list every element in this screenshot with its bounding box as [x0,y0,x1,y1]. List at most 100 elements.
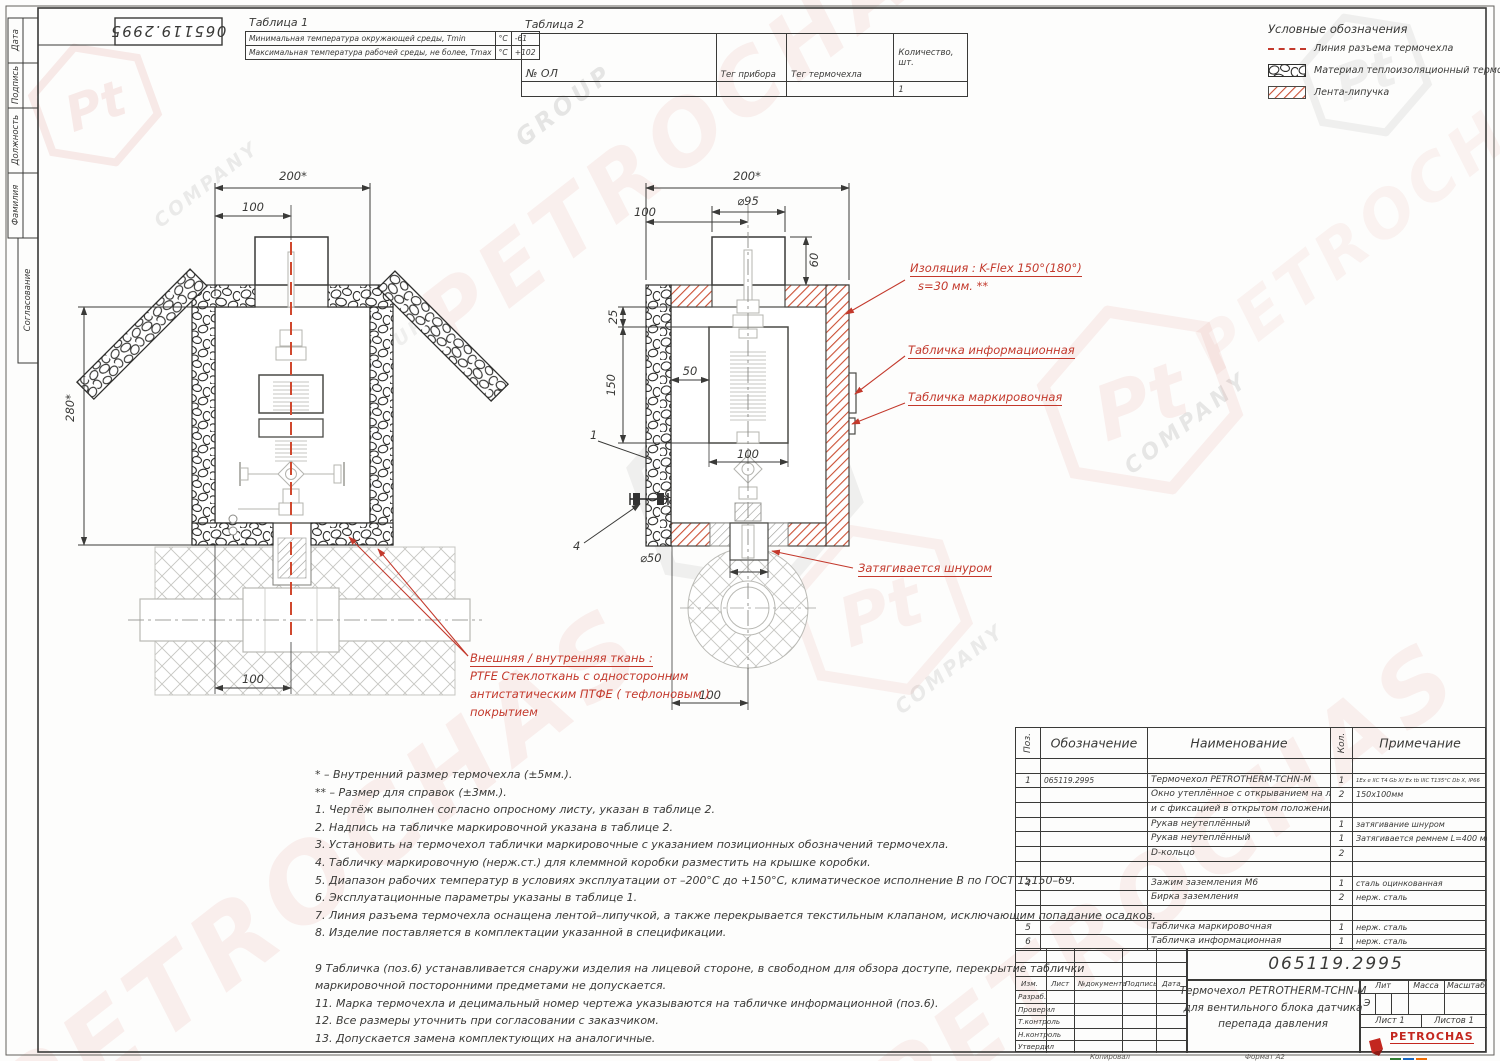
table2-col-qty: Количество, шт. [893,33,968,82]
bom-header: Поз. Обозначение Наименование Кол. Приме… [1016,728,1485,759]
legend-title: Условные обозначения [1268,22,1408,36]
table1-row: Минимальная температура окружающей среды… [245,31,540,46]
table2-col-ol: № ОЛ [521,33,717,82]
bom-row: Рукав неутеплённый 1 Затягивается ремнем… [1016,832,1487,848]
dim-100-side-top: 100 [634,205,656,219]
table1-param: Максимальная температура рабочей среды, … [245,45,496,60]
tb-lit-label: Лит [1375,981,1391,990]
legend-item: Материал теплоизоляционный термочехла [1268,64,1500,77]
grounding-clamp [629,493,669,505]
legend-item: Лента-липучка [1268,86,1483,99]
footer-copy: Копировал [1090,1053,1130,1061]
table2: Таблица 2 № ОЛ Тег прибора Тег термочехл… [521,18,968,97]
side-view [583,183,857,710]
tb-col-ndoc: №документа [1078,979,1127,988]
table2-col-cover-tag: Тег термочехла [786,33,895,82]
bom-row: 1 065119.2995 Термочехол PETROTHERM-TCHN… [1016,773,1485,789]
stamp-box [38,17,223,46]
velcro-swatch [1268,86,1306,99]
bom-col-note: Примечание [1379,735,1461,751]
side-label-sign: Подпись [11,65,21,105]
tb-doc-number: 065119.2995 [1268,954,1404,974]
note-line: 4. Табличку маркировочную (нерж.ст.) для… [315,855,871,869]
tb-col-izm: Изм. [1021,979,1038,988]
tb-scale-label: Масштаб [1446,981,1486,990]
table2-title: Таблица 2 [525,18,585,31]
note-line: 5. Диапазон рабочих температур в условия… [315,873,1076,887]
callout-4: 4 [573,539,581,553]
fabric-note-line1: Внешняя / внутренняя ткань : [470,651,653,667]
annotation-info-plate: Табличка информационная [908,343,1075,359]
note-line: 3. Установить на термочехол таблички мар… [315,838,949,852]
table2-cell [521,81,717,97]
legend-label: Материал теплоизоляционный термочехла [1314,65,1500,76]
legend-item: Линия разъема термочехла [1268,42,1483,55]
table2-cell [786,81,895,97]
title-block: Изм. Лист №документа Подпись Дата Разраб… [1015,948,1487,1060]
table2-cell [715,81,788,97]
tb-row-ncontrol: Н.контроль [1018,1030,1062,1039]
tb-col-list: Лист [1051,979,1070,988]
bom-row: 4 Зажим заземления М6 1 сталь оцинкованн… [1016,876,1485,892]
note-line: * – Внутренний размер термочехла (±5мм.)… [315,768,573,781]
watermark-pt-hexagon: Pt [1036,305,1244,495]
table1: Таблица 1 Минимальная температура окружа… [245,16,540,60]
bom-col-name: Наименование [1190,735,1288,751]
dim-150-side: 150 [604,374,618,396]
petrochas-logo: PETROCHAS [1366,1030,1474,1061]
dim-100-front-top: 100 [242,200,264,214]
tb-sheet: Лист 1 [1375,1016,1405,1026]
dim-200-side: 200* [733,169,761,183]
annotation-marking-plate: Табличка маркировочная [908,390,1063,406]
table1-title: Таблица 1 [249,16,309,29]
bom-row: 6 Табличка информационная 1 нерж. сталь [1016,935,1485,950]
note-line: 13. Допускается замена комплектующих на … [315,1031,656,1045]
petrochas-logo-icon [1369,1038,1383,1056]
note-line: маркировочной посторонними предметами не… [315,979,667,993]
tb-row-tcontrol: Т.контроль [1018,1017,1061,1026]
dim-280-front: 280* [63,394,77,422]
table1-unit: °C [494,45,512,60]
side-label-approval: Согласование [23,268,33,332]
red-leaders [348,279,906,657]
table1-unit: °C [494,31,512,46]
dim-100-window: 100 [737,447,759,461]
note-line: ** – Размер для справок (±3мм.). [315,785,507,799]
petrochas-logo-text: PETROCHAS [1390,1030,1474,1044]
table2-col-device-tag: Тег прибора [715,33,788,82]
bom-row: и с фиксацией в открытом положении [1016,803,1485,818]
side-label-date: Дата [11,28,21,52]
bom-rows: 1 065119.2995 Термочехол PETROTHERM-TCHN… [1016,759,1487,950]
tb-col-sign: Подпись [1125,979,1158,988]
dim-50-side: 50 [682,364,698,378]
tb-row-check: Проверил [1018,1005,1055,1014]
side-strip [7,17,39,364]
tb-row-dev: Разраб. [1018,992,1047,1001]
legend-label: Лента-липучка [1314,87,1390,98]
split-line-swatch [1268,42,1306,55]
logo-bar-orange [1416,1058,1427,1060]
bom-table: Поз. Обозначение Наименование Кол. Приме… [1015,727,1487,951]
footer-format: Формат А2 [1245,1053,1285,1061]
bom-row: 5 Табличка маркировочная 1 нерж. сталь [1016,920,1485,936]
bom-row [1016,861,1485,877]
notes: * – Внутренний размер термочехла (±5мм.)… [315,768,1275,1050]
bom-row [1016,905,1485,921]
side-label-position: Должность [11,114,21,166]
marking-plate [848,417,856,435]
dim-95-side: ⌀95 [737,194,759,208]
note-line: 11. Марка термочехла и децимальный номер… [315,996,939,1010]
sheet-frame [5,5,1495,1056]
front-view [75,183,510,696]
bom-row: Окно утеплённое с открыванием на липучке… [1016,788,1485,804]
side-label-name: Фамилия [11,184,21,226]
table1-row: Максимальная температура рабочей среды, … [245,45,540,60]
note-line: 2. Надпись на табличке маркировочной ука… [315,820,673,834]
dim-200-front: 200* [279,169,307,183]
note-line: 9 Табличка (поз.6) устанавливается снару… [315,961,1085,975]
dim-25-side: 25 [606,309,620,325]
tb-col-date: Дата [1162,979,1181,988]
